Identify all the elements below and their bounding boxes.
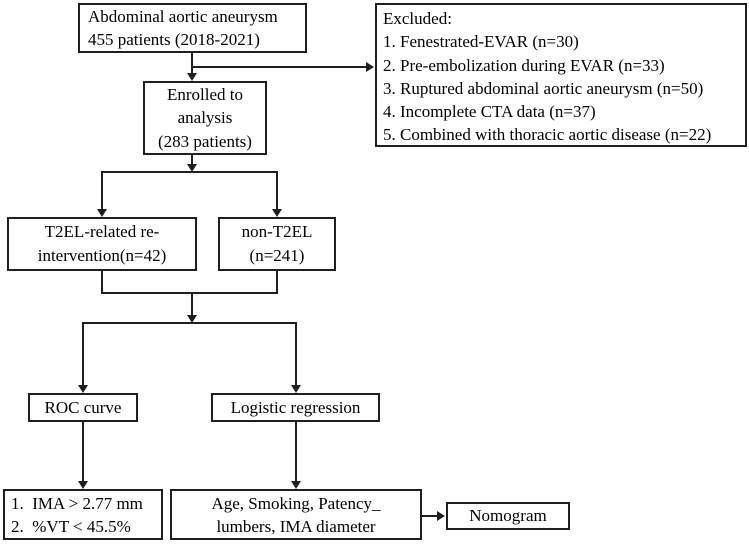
arrowhead-down-icon — [291, 385, 301, 393]
node-text-line: T2EL-related re- — [44, 222, 160, 241]
node-roc-curve: ROC curve — [28, 393, 138, 422]
node-text-line: 2. Pre-embolization during EVAR (n=33) — [383, 55, 665, 75]
node-text-line: lumbers, IMA diameter — [216, 516, 376, 536]
connector-non-t2el-to-merge — [276, 271, 278, 294]
connector-split-to-logistic — [295, 322, 297, 386]
node-text-line: 1. IMA > 2.77 mm — [11, 493, 143, 513]
node-nomogram: Nomogram — [446, 502, 570, 530]
node-text-line: Enrolled to — [166, 85, 243, 105]
node-text-line: Excluded: — [383, 9, 452, 28]
arrowhead-down-icon — [187, 315, 197, 323]
arrowhead-right-icon — [437, 511, 445, 521]
arrowhead-right-icon — [366, 62, 374, 72]
merge-bar — [101, 292, 278, 294]
arrowhead-down-icon — [78, 481, 88, 489]
node-text-line: intervention(n=42) — [37, 246, 167, 265]
node-predictors: Age, Smoking, Patency_ lumbers, IMA diam… — [170, 489, 422, 540]
connector-roc-to-criteria — [82, 422, 84, 482]
node-text-line: ROC curve — [44, 397, 122, 417]
arrowhead-down-icon — [97, 209, 107, 217]
connector-predictors-to-nomogram — [422, 515, 438, 517]
arrowhead-down-icon — [187, 73, 197, 81]
connector-split-to-non-t2el — [276, 171, 278, 209]
arrowhead-down-icon — [187, 164, 197, 172]
node-text-line: 5. Combined with thoracic aortic disease… — [383, 125, 712, 145]
connector-top-to-excluded — [191, 66, 366, 68]
node-text-line: (283 patients) — [158, 131, 252, 151]
node-text-line: 455 patients (2018-2021) — [88, 30, 260, 49]
arrowhead-down-icon — [78, 385, 88, 393]
node-text-line: 3. Ruptured abdominal aortic aneurysm (n… — [383, 78, 704, 98]
node-text-line: Logistic regression — [230, 397, 361, 417]
node-text-line: Nomogram — [469, 506, 547, 526]
node-text-line: Abdominal aortic aneurysm — [88, 7, 278, 26]
arrowhead-down-icon — [291, 481, 301, 489]
node-text-line: (n=241) — [249, 246, 305, 265]
node-enrolled-to-analysis: Enrolled to analysis (283 patients) — [143, 81, 267, 155]
node-text-line: 4. Incomplete CTA data (n=37) — [383, 102, 596, 122]
connector-t2el-to-merge — [101, 271, 103, 294]
node-non-t2el: non-T2EL (n=241) — [218, 217, 336, 271]
node-cutoff-criteria: 1. IMA > 2.77 mm 2. %VT < 45.5% — [3, 489, 163, 540]
arrowhead-down-icon — [272, 209, 282, 217]
node-t2el-related-reintervention: T2EL-related re- intervention(n=42) — [7, 217, 197, 271]
connector-enrolled-to-split — [191, 155, 193, 165]
split-bar-1 — [101, 171, 278, 173]
node-excluded: Excluded: 1. Fenestrated-EVAR (n=30) 2. … — [375, 3, 747, 147]
connector-split-to-t2el — [101, 171, 103, 209]
node-text-line: non-T2EL — [241, 222, 313, 241]
node-text-line: Age, Smoking, Patency_ — [211, 493, 381, 513]
node-text-line: 2. %VT < 45.5% — [11, 516, 131, 536]
connector-logistic-to-predictors — [295, 422, 297, 482]
connector-top-to-enrolled — [191, 53, 193, 74]
node-abdominal-aortic-aneurysm: Abdominal aortic aneurysm 455 patients (… — [78, 3, 307, 53]
connector-merge-to-split — [191, 292, 193, 316]
connector-split-to-roc — [82, 322, 84, 386]
split-bar-2 — [82, 322, 297, 324]
node-text-line: 1. Fenestrated-EVAR (n=30) — [383, 32, 579, 52]
node-text-line: analysis — [177, 108, 233, 128]
node-logistic-regression: Logistic regression — [211, 393, 380, 422]
